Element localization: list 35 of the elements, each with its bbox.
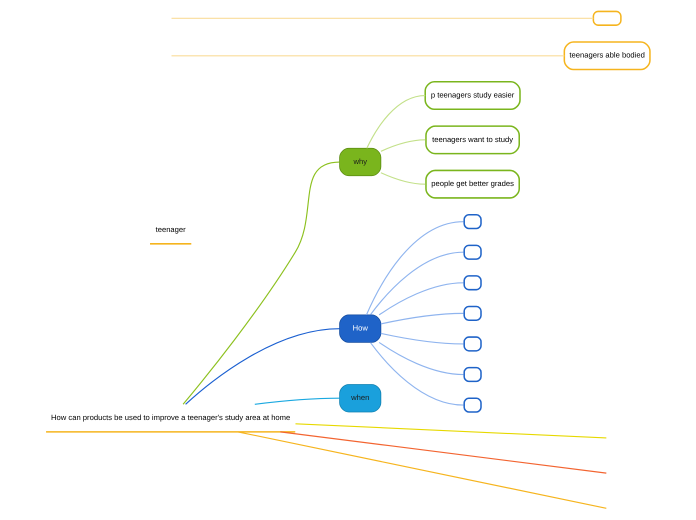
connector: [370, 342, 464, 406]
connector: [182, 161, 340, 405]
node-box: when: [339, 384, 382, 412]
node-box: [463, 366, 482, 382]
connector: [172, 55, 564, 56]
node-text: How can products be used to improve a teenager's study area at home: [51, 413, 290, 422]
node-box: How: [339, 314, 382, 343]
connector: [295, 423, 606, 439]
node-box: [592, 10, 622, 26]
connector: [370, 252, 464, 315]
node-box: people get better grades: [425, 170, 520, 199]
node-box: why: [339, 148, 382, 176]
node-box: teenagers able bodied: [564, 41, 651, 70]
node-box: p teenagers study easier: [424, 81, 521, 110]
connector: [378, 342, 464, 376]
node-text: teenager: [156, 224, 186, 234]
connector: [238, 431, 606, 509]
node-box: [463, 244, 482, 260]
node-box: [463, 275, 482, 290]
connector: [380, 139, 426, 152]
connector: [366, 221, 464, 316]
node-box: teenagers want to study: [425, 125, 520, 154]
connector: [380, 312, 464, 324]
connector: [378, 282, 464, 316]
connector: [380, 172, 426, 185]
node-box: [463, 397, 482, 413]
connector: [172, 18, 594, 19]
connector: [366, 94, 426, 148]
connector: [380, 332, 464, 345]
node-box: [463, 214, 482, 230]
node-box: [463, 306, 482, 322]
connector: [280, 431, 606, 474]
node-box: [463, 336, 482, 352]
connector: [185, 328, 340, 405]
connector: [254, 398, 340, 405]
